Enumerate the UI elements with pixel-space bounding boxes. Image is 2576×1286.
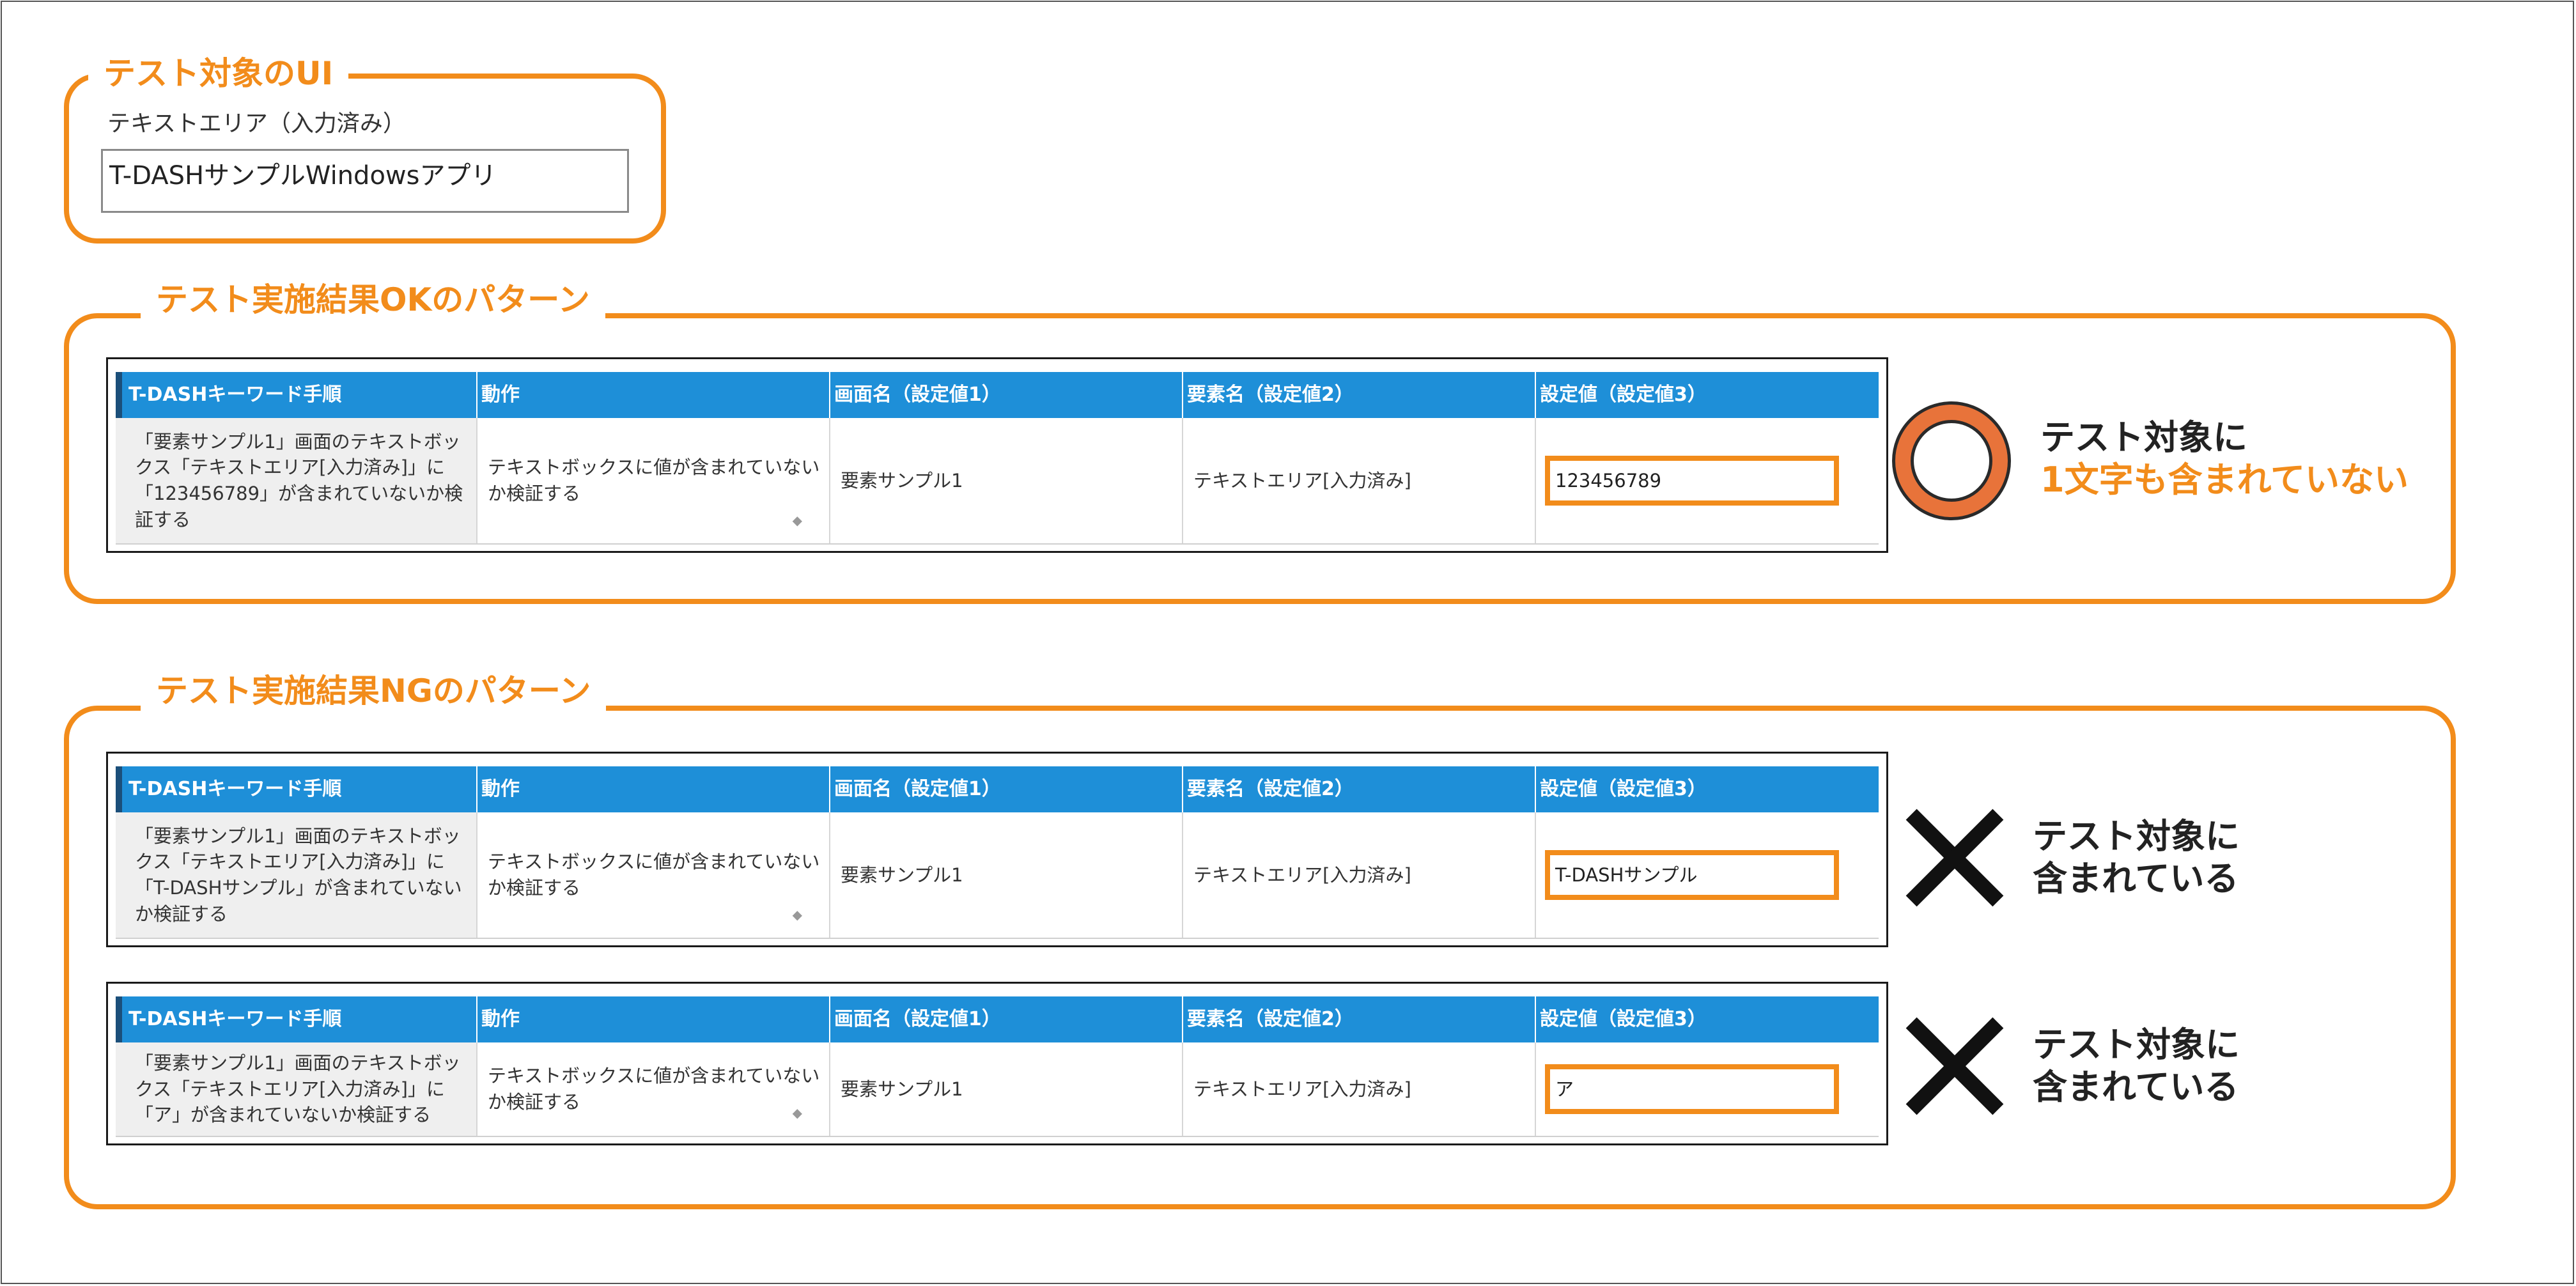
cell-action[interactable]: テキストボックスに値が含まれていないか検証する◆ [476, 418, 829, 543]
ok-result-line1: テスト対象に [2040, 417, 2247, 458]
keyword-table-ng-1: T-DASHキーワード手順 動作 画面名（設定値1） 要素名（設定値2） 設定値… [106, 752, 1888, 947]
cell-screen[interactable]: 要素サンプル1 [829, 418, 1182, 543]
ng-result-line1: テスト対象に [2033, 1025, 2240, 1065]
table-row: 「要素サンプル1」画面のテキストボックス「テキストエリア[入力済み]」に「ア」が… [116, 1042, 1879, 1137]
header-element: 要素名（設定値2） [1182, 996, 1535, 1042]
header-screen: 画面名（設定値1） [829, 766, 1182, 812]
value-highlight: T-DASHサンプル [1545, 850, 1839, 900]
textarea-value: T-DASHサンプルWindowsアプリ [109, 161, 497, 190]
value-highlight: 123456789 [1545, 456, 1839, 506]
table-row: 「要素サンプル1」画面のテキストボックス「テキストエリア[入力済み]」に「T-D… [116, 812, 1879, 939]
textarea-field[interactable]: T-DASHサンプルWindowsアプリ [101, 149, 629, 213]
cell-action[interactable]: テキストボックスに値が含まれていないか検証する◆ [476, 1042, 829, 1136]
header-screen: 画面名（設定値1） [829, 372, 1182, 418]
cell-step: 「要素サンプル1」画面のテキストボックス「テキストエリア[入力済み]」に「123… [116, 418, 476, 543]
ng-result-line1: テスト対象に [2033, 816, 2240, 856]
cell-value[interactable]: ア [1535, 1042, 1879, 1136]
header-value: 設定値（設定値3） [1535, 372, 1879, 418]
cell-step: 「要素サンプル1」画面のテキストボックス「テキストエリア[入力済み]」に「T-D… [116, 812, 476, 938]
header-step: T-DASHキーワード手順 [116, 766, 476, 812]
cell-step: 「要素サンプル1」画面のテキストボックス「テキストエリア[入力済み]」に「ア」が… [116, 1042, 476, 1136]
cell-screen[interactable]: 要素サンプル1 [829, 812, 1182, 938]
table-header-row: T-DASHキーワード手順 動作 画面名（設定値1） 要素名（設定値2） 設定値… [116, 996, 1879, 1042]
cross-icon [1904, 807, 2006, 909]
keyword-table-ng-2: T-DASHキーワード手順 動作 画面名（設定値1） 要素名（設定値2） 設定値… [106, 982, 1888, 1145]
header-value: 設定値（設定値3） [1535, 766, 1879, 812]
cell-screen[interactable]: 要素サンプル1 [829, 1042, 1182, 1136]
cross-icon [1904, 1015, 2006, 1117]
resize-grip-icon: ◆ [792, 1105, 802, 1120]
table-header-row: T-DASHキーワード手順 動作 画面名（設定値1） 要素名（設定値2） 設定値… [116, 766, 1879, 812]
cell-element[interactable]: テキストエリア[入力済み] [1182, 812, 1535, 938]
header-action: 動作 [476, 372, 829, 418]
section-ng-pattern [64, 706, 2456, 1209]
textarea-label: テキストエリア（入力済み） [107, 111, 406, 137]
cell-element[interactable]: テキストエリア[入力済み] [1182, 1042, 1535, 1136]
header-screen: 画面名（設定値1） [829, 996, 1182, 1042]
section-ok-title: テスト実施結果OKのパターン [141, 277, 605, 322]
header-element: 要素名（設定値2） [1182, 372, 1535, 418]
circle-icon [1892, 401, 2011, 520]
section-ng-title: テスト実施結果NGのパターン [141, 669, 607, 713]
header-action: 動作 [476, 766, 829, 812]
header-action: 動作 [476, 996, 829, 1042]
table-header-row: T-DASHキーワード手順 動作 画面名（設定値1） 要素名（設定値2） 設定値… [116, 372, 1879, 418]
value-highlight: ア [1545, 1064, 1839, 1114]
ng-result-line2: 含まれている [2033, 858, 2239, 899]
header-element: 要素名（設定値2） [1182, 766, 1535, 812]
section-ui-title: テスト対象のUI [88, 51, 349, 96]
header-step: T-DASHキーワード手順 [116, 372, 476, 418]
cell-action[interactable]: テキストボックスに値が含まれていないか検証する◆ [476, 812, 829, 938]
ok-result-line2: 1文字も含まれていない [2040, 460, 2409, 500]
ng-result-text-2: テスト対象に 含まれている [2033, 1024, 2240, 1108]
keyword-table-ok: T-DASHキーワード手順 動作 画面名（設定値1） 要素名（設定値2） 設定値… [106, 357, 1888, 553]
ng-result-text-1: テスト対象に 含まれている [2033, 816, 2240, 900]
ng-result-line2: 含まれている [2033, 1067, 2239, 1107]
header-step: T-DASHキーワード手順 [116, 996, 476, 1042]
cell-value[interactable]: 123456789 [1535, 418, 1879, 543]
resize-grip-icon: ◆ [792, 513, 802, 528]
cell-value[interactable]: T-DASHサンプル [1535, 812, 1879, 938]
section-ui-under-test [64, 74, 666, 244]
table-row: 「要素サンプル1」画面のテキストボックス「テキストエリア[入力済み]」に「123… [116, 418, 1879, 545]
section-ok-pattern [64, 313, 2456, 604]
ok-result-text: テスト対象に 1文字も含まれていない [2040, 417, 2409, 501]
header-value: 設定値（設定値3） [1535, 996, 1879, 1042]
resize-grip-icon: ◆ [792, 907, 802, 922]
cell-element[interactable]: テキストエリア[入力済み] [1182, 418, 1535, 543]
